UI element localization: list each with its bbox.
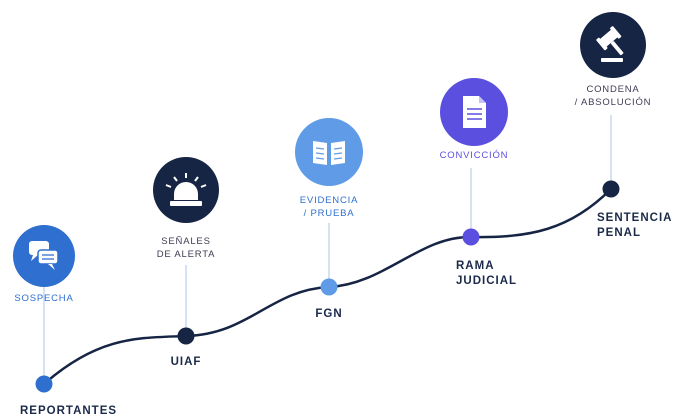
label-senales-line1: SEÑALES	[161, 236, 211, 247]
chat-bubbles-icon	[13, 225, 75, 287]
node-rama-judicial	[462, 228, 480, 246]
node-fgn	[320, 278, 338, 296]
label-senales-de-alerta: SEÑALES DE ALERTA	[136, 235, 236, 261]
label-condena-line2: / ABSOLUCIÓN	[574, 97, 652, 108]
label-reportantes-line1: REPORTANTES	[20, 405, 118, 417]
label-sentencia-line2: PENAL	[597, 227, 641, 239]
alarm-light-icon	[153, 157, 219, 223]
label-rama-line2: JUDICIAL	[456, 275, 518, 287]
label-fgn: FGN	[315, 308, 343, 320]
label-evidencia-line2: / PRUEBA	[303, 208, 355, 219]
label-condena-absolucion: CONDENA / ABSOLUCIÓN	[553, 83, 673, 109]
label-sentencia-line1: SENTENCIA	[597, 212, 673, 224]
label-sospecha: SOSPECHA	[14, 293, 74, 304]
gavel-icon	[580, 12, 646, 78]
label-uiaf: UIAF	[170, 356, 202, 368]
label-evidencia-line1: EVIDENCIA	[299, 195, 359, 206]
node-reportantes	[35, 375, 53, 393]
label-evidencia-prueba: EVIDENCIA / PRUEBA	[279, 194, 379, 220]
label-reportantes: REPORTANTES	[20, 404, 150, 419]
label-sentencia-penal: SENTENCIA PENAL	[597, 211, 681, 241]
label-rama-line1: RAMA	[456, 260, 495, 272]
label-condena-line1: CONDENA	[586, 84, 640, 95]
node-uiaf	[177, 327, 195, 345]
document-icon	[440, 78, 508, 146]
label-senales-line2: DE ALERTA	[156, 249, 216, 260]
label-rama-judicial: RAMA JUDICIAL	[456, 259, 546, 289]
open-book-icon	[295, 118, 363, 186]
label-conviccion: CONVICCIÓN	[439, 150, 509, 161]
node-sentencia-penal	[602, 180, 620, 198]
